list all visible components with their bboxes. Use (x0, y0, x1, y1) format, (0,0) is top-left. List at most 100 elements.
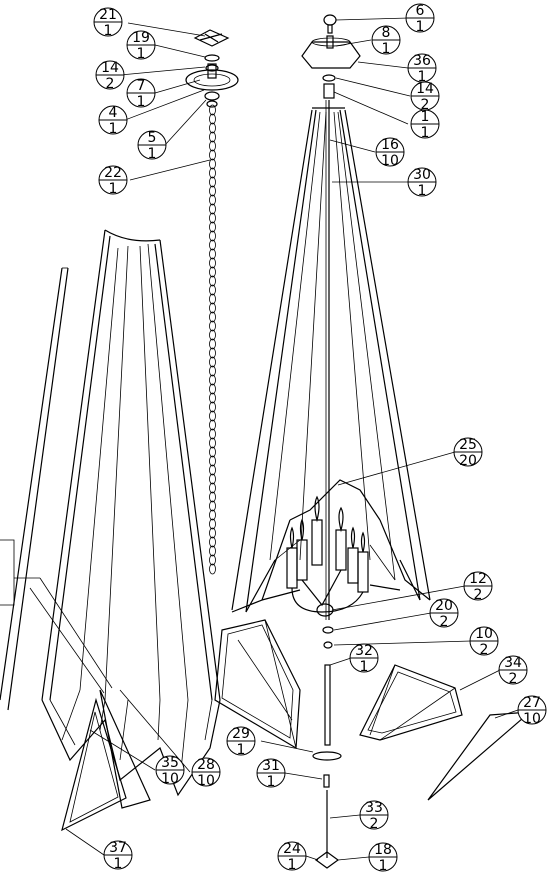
frame-cone (231, 100, 431, 620)
balloon-12: 122 (463, 571, 493, 603)
balloon-quantity: 1 (137, 94, 146, 110)
balloon-33: 332 (359, 800, 389, 832)
balloon-1: 11 (410, 109, 440, 141)
balloon-32: 321 (349, 643, 379, 675)
balloon-quantity: 1 (382, 41, 391, 57)
balloon-10: 102 (469, 626, 499, 658)
balloon-34: 342 (498, 655, 528, 687)
balloon-item-number: 24 (283, 841, 301, 857)
balloon-31: 311 (256, 758, 286, 790)
balloon-quantity: 1 (416, 19, 425, 35)
balloon-4: 41 (98, 105, 128, 137)
balloon-quantity: 10 (381, 153, 399, 169)
balloon-item-number: 34 (504, 655, 522, 671)
chain-link (209, 239, 216, 251)
chain-link (209, 212, 216, 224)
chain-link (209, 221, 216, 233)
balloon-item-number: 20 (435, 598, 453, 614)
chain-link (209, 392, 216, 404)
balloon-item-number: 35 (161, 755, 179, 771)
balloon-quantity: 2 (474, 587, 483, 603)
chain-link (209, 365, 216, 377)
chain-link (209, 473, 216, 485)
chain-link (209, 338, 216, 350)
nut-20 (322, 626, 334, 634)
chain-link (209, 518, 216, 530)
balloon-quantity: 10 (197, 773, 215, 789)
balloon-quantity: 2 (480, 642, 489, 658)
chain-link (209, 374, 216, 386)
balloon-item-number: 32 (355, 643, 373, 659)
balloon-30: 301 (407, 167, 437, 199)
balloon-37: 371 (103, 840, 133, 872)
balloon-item-number: 22 (104, 165, 122, 181)
balloon-quantity: 1 (148, 146, 157, 162)
balloon-quantity: 1 (109, 121, 118, 137)
balloon-quantity: 10 (161, 771, 179, 787)
chain-link (209, 464, 216, 476)
chain-link (209, 230, 216, 242)
balloon-14: 142 (95, 60, 125, 92)
shade-panel-right (359, 664, 463, 741)
chain-link (209, 140, 216, 152)
balloon-quantity: 1 (267, 774, 276, 790)
balloon-24: 241 (277, 841, 307, 872)
balloon-item-number: 14 (416, 81, 434, 97)
balloon-quantity: 2 (509, 671, 518, 687)
balloon-19: 191 (126, 30, 156, 62)
chain-link (209, 275, 216, 287)
eye-hook (323, 14, 337, 34)
chain-link (209, 257, 216, 269)
balloon-21: 211 (93, 7, 123, 39)
chain-link (209, 527, 216, 539)
chain-link (209, 320, 216, 332)
canopy-plate (185, 63, 239, 91)
balloon-quantity: 1 (237, 742, 246, 758)
chain-link (209, 284, 216, 296)
balloon-29: 291 (226, 726, 256, 758)
balloon-36: 361 (407, 53, 437, 85)
ceiling-cap (301, 35, 361, 69)
nut-14b (322, 74, 336, 82)
washer-19 (204, 54, 220, 62)
chain-link (209, 437, 216, 449)
chain-link (209, 302, 216, 314)
balloon-quantity: 1 (418, 183, 427, 199)
balloon-6: 61 (405, 3, 435, 35)
balloon-quantity: 1 (360, 659, 369, 675)
chain-link (209, 401, 216, 413)
chain-link (209, 536, 216, 548)
chain-link (209, 563, 216, 575)
chain (209, 104, 216, 575)
balloon-quantity: 1 (109, 181, 118, 197)
chain-link (209, 545, 216, 557)
balloon-item-number: 5 (148, 130, 157, 146)
chain-link (209, 149, 216, 161)
blade-27 (427, 711, 532, 801)
left-strip-panel (0, 267, 69, 711)
balloon-quantity: 1 (288, 857, 297, 872)
nut-10 (323, 641, 333, 649)
balloon-item-number: 25 (459, 437, 477, 453)
loop-nut (204, 91, 220, 101)
chain-link (209, 491, 216, 503)
chain-link (209, 500, 216, 512)
balloon-item-number: 27 (523, 695, 541, 711)
chain-link (209, 446, 216, 458)
chain-link (209, 185, 216, 197)
rod-32 (324, 664, 331, 746)
balloon-item-number: 6 (416, 3, 425, 19)
balloon-item-number: 33 (365, 800, 383, 816)
balloon-item-number: 10 (475, 626, 493, 642)
chain-link (209, 293, 216, 305)
chain-link (209, 410, 216, 422)
balloon-quantity: 1 (114, 856, 123, 872)
chain-link-top (206, 100, 218, 108)
chain-link (209, 203, 216, 215)
chain-link (209, 509, 216, 521)
pin-31 (323, 774, 330, 788)
balloon-item-number: 12 (469, 571, 487, 587)
